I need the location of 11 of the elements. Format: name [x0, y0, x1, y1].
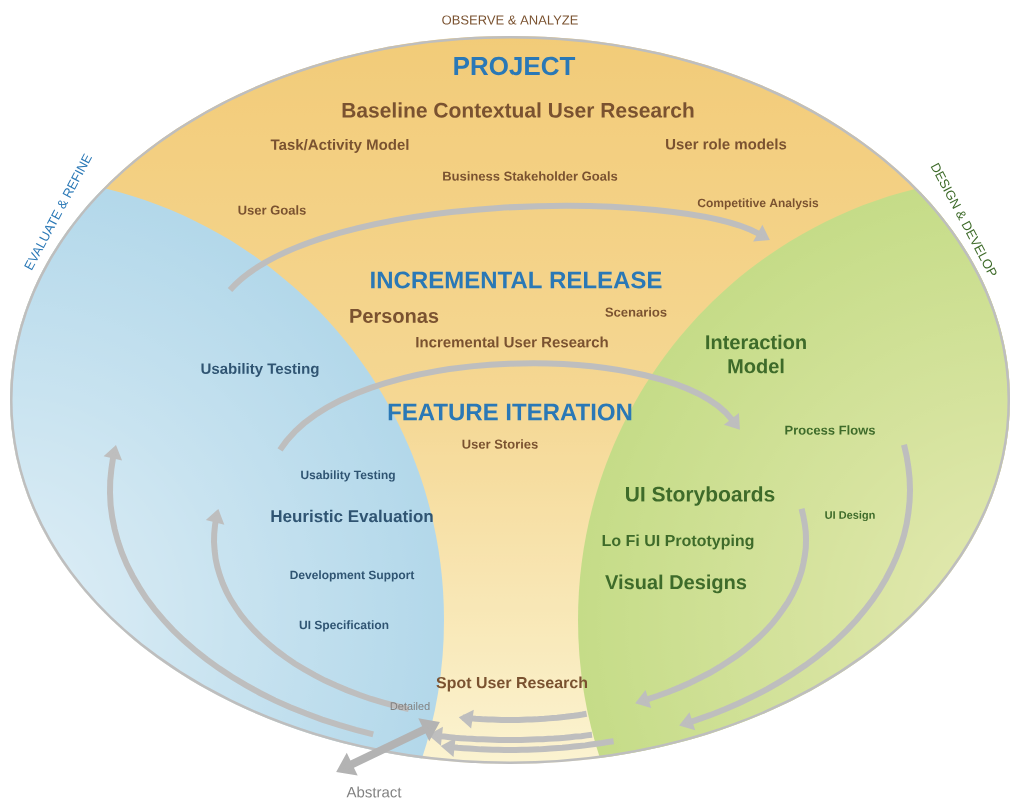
activity-label: Interaction Model [706, 334, 806, 374]
activity-label: Visual Designs [605, 574, 747, 594]
phase-title: INCREMENTAL RELEASE [371, 271, 662, 289]
activity-label: Personas [350, 309, 439, 323]
phase-title: PROJECT [454, 56, 576, 76]
activity-label: Spot User Research [436, 676, 587, 692]
activity-label: Baseline Contextual User Research [342, 102, 694, 118]
phase-title: FEATURE ITERATION [388, 403, 632, 421]
activity-label: Heuristic Evaluation [271, 509, 433, 523]
activity-label: Lo Fi UI Prototyping [602, 534, 754, 550]
activity-label: UI Storyboards [626, 486, 775, 506]
